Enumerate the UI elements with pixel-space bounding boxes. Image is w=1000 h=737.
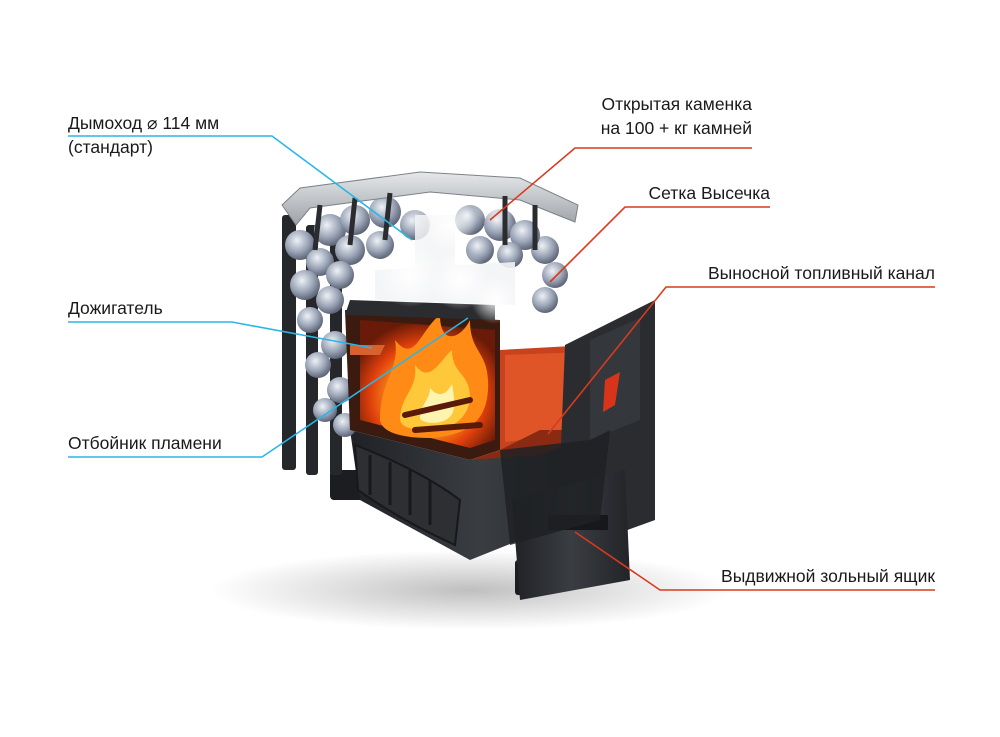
- label-afterburner: Дожигатель: [68, 298, 163, 318]
- label-mesh: Сетка Высечка: [648, 183, 770, 203]
- left-callouts: [68, 135, 469, 458]
- callout-chimney: [68, 135, 413, 241]
- label-flame-deflector: Отбойник пламени: [68, 433, 222, 453]
- top-frame: [281, 171, 579, 251]
- right-callouts: [489, 147, 935, 591]
- heater-stones-top: [314, 196, 540, 289]
- callout-fuel-channel: [547, 286, 935, 435]
- label-chimney-line2: (стандарт): [68, 136, 153, 157]
- label-open-heater-line2: на 100 + кг камней: [600, 117, 752, 138]
- callout-mesh: [549, 206, 770, 283]
- label-ash-drawer: Выдвижной зольный ящик: [721, 566, 935, 586]
- label-open-heater: Открытая каменка на 100 + кг камней: [601, 93, 752, 140]
- callout-ash-drawer: [574, 531, 935, 591]
- label-chimney: Дымоход ⌀ 114 мм (стандарт): [68, 112, 219, 159]
- heater-stones-side: [285, 230, 568, 437]
- callout-open-heater: [489, 147, 752, 221]
- label-chimney-line1: Дымоход ⌀ 114 мм: [68, 113, 220, 133]
- floor-shadow: [210, 550, 730, 630]
- fuel-channel-door: [500, 300, 655, 600]
- label-fuel-channel: Выносной топливный канал: [707, 263, 935, 283]
- flames: [380, 315, 489, 438]
- label-open-heater-line1: Открытая каменка: [601, 94, 752, 114]
- callout-flame-deflector: [68, 317, 469, 458]
- callout-afterburner: [68, 321, 373, 349]
